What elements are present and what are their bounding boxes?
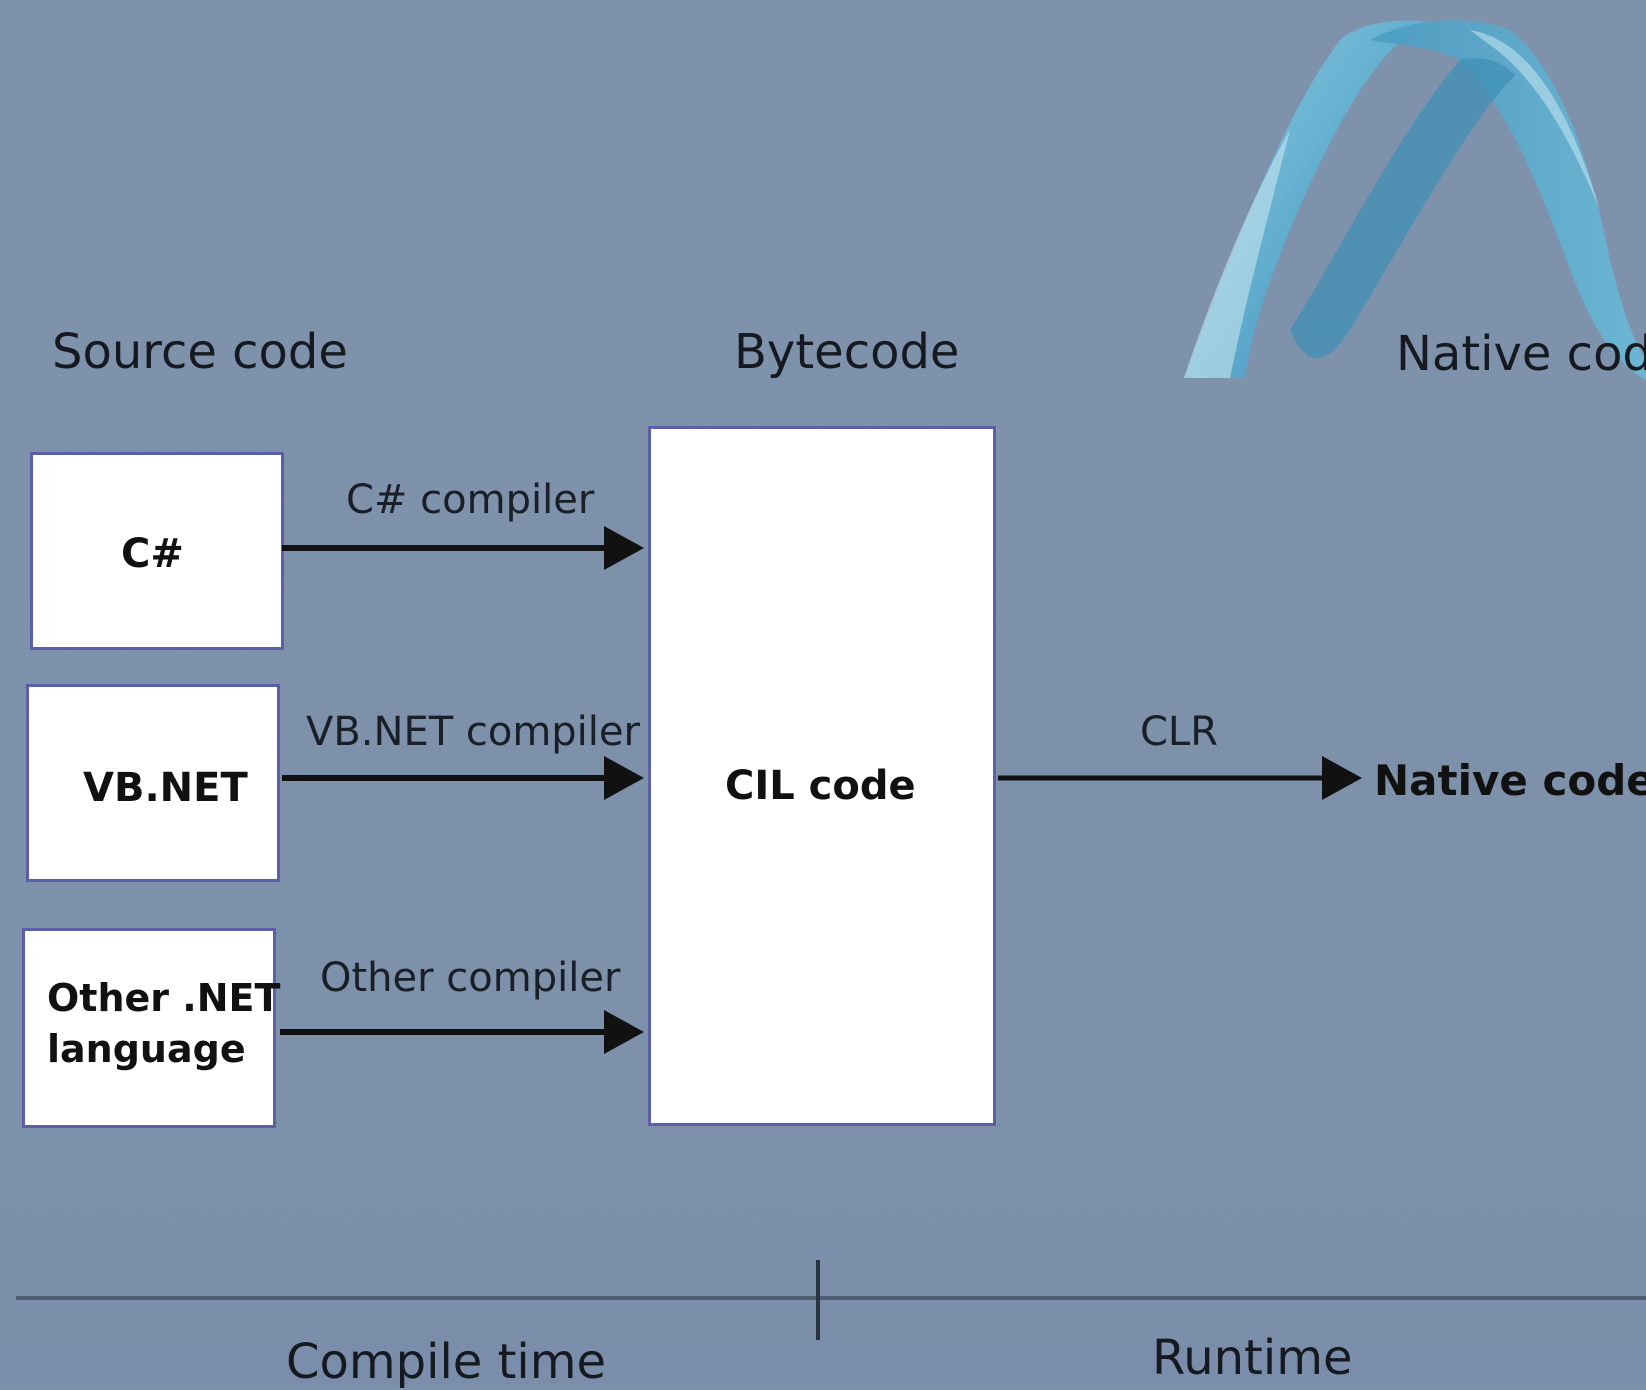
arrow-csharp-to-cil xyxy=(282,526,644,570)
edge-label-clr: CLR xyxy=(1140,709,1219,755)
timeline xyxy=(16,1260,1646,1340)
source-box-other: Other .NET language xyxy=(22,928,280,1128)
source-box-other-label-line2: language xyxy=(47,1027,246,1072)
ribbon-logo-icon xyxy=(1184,20,1646,380)
source-box-other-label-line1: Other .NET xyxy=(47,976,281,1020)
source-box-vbnet-label: VB.NET xyxy=(83,765,248,811)
edge-label-other-compiler: Other compiler xyxy=(320,955,621,1001)
arrow-other-to-cil xyxy=(280,1010,644,1054)
timeline-runtime: Runtime xyxy=(1152,1330,1353,1386)
source-box-other-label: Other .NET language xyxy=(47,973,280,1076)
arrow-cil-to-native xyxy=(998,756,1362,800)
source-box-vbnet: VB.NET xyxy=(26,684,280,882)
cil-code-label: CIL code xyxy=(725,763,916,809)
cil-code-box: CIL code xyxy=(648,426,996,1126)
timeline-compile-time: Compile time xyxy=(286,1334,607,1390)
source-box-csharp-label: C# xyxy=(121,531,184,577)
native-code-output-label: Native code xyxy=(1374,756,1646,805)
header-source-code: Source code xyxy=(52,324,348,380)
header-bytecode: Bytecode xyxy=(734,324,960,380)
arrow-vbnet-to-cil xyxy=(282,756,644,800)
header-native-code: Native code xyxy=(1396,326,1646,382)
source-box-csharp: C# xyxy=(30,452,284,650)
edge-label-csharp-compiler: C# compiler xyxy=(346,477,595,523)
edge-label-vbnet-compiler: VB.NET compiler xyxy=(306,709,640,755)
